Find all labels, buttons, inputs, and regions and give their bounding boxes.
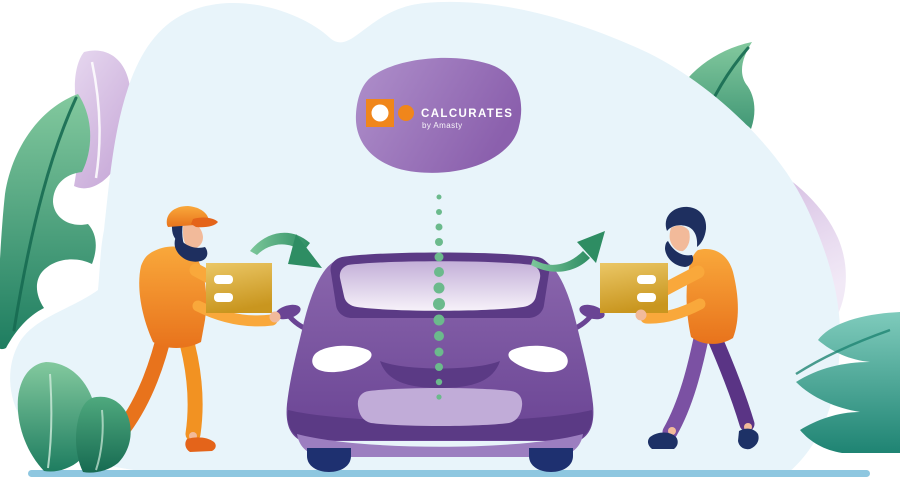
logo-square-dot-icon	[371, 104, 389, 122]
bush-bottom-left-icon	[17, 362, 131, 473]
courier-head	[166, 206, 218, 262]
customer-front-leg	[662, 326, 710, 440]
customer-front-shoe	[647, 432, 678, 449]
monstera-leaf-left-icon	[0, 94, 96, 349]
courier-lower-arm	[192, 300, 278, 327]
parcel-right	[600, 263, 668, 321]
customer-hair	[665, 206, 707, 247]
customer-front-ankle	[668, 427, 676, 435]
parcel-box	[206, 263, 272, 313]
parcel-label-line	[637, 293, 656, 302]
courier-hand	[269, 311, 281, 323]
ground-line	[28, 470, 870, 477]
car-bumper-plate	[357, 388, 523, 426]
parcel-box	[600, 263, 668, 313]
customer-beard	[665, 241, 694, 267]
customer-head	[665, 206, 707, 267]
courier-face	[183, 221, 203, 249]
courier-beard	[174, 235, 208, 262]
flow-in-arrow-icon	[250, 232, 322, 268]
logo-blob	[355, 57, 522, 173]
parcel-label-line	[637, 275, 656, 284]
courier-torso	[139, 246, 207, 348]
brand-name: CALCURATES	[421, 108, 513, 120]
parcel-label-line	[214, 293, 233, 302]
logo-dot-icon	[398, 105, 414, 121]
courier-cap-brim	[191, 217, 218, 228]
car-skirt	[297, 434, 583, 457]
flow-out-arrow-icon	[531, 231, 605, 272]
courier-left	[96, 206, 281, 452]
car-wheel-left	[307, 448, 351, 472]
car-wheel-right	[529, 448, 573, 472]
parcel-left	[206, 263, 281, 323]
teal-leaf-bottom-right-icon	[795, 312, 900, 453]
scene-blob-background	[10, 1, 841, 474]
dotted-route-icon	[433, 194, 445, 400]
customer-hand	[635, 309, 647, 321]
parcel-label-line	[214, 275, 233, 284]
customer-back-shoe	[738, 428, 759, 450]
courier-front-shoe	[185, 437, 216, 452]
logo: CALCURATES by Amasty	[355, 57, 522, 173]
customer-right	[600, 206, 759, 450]
brand-subtitle: by Amasty	[422, 121, 463, 130]
customer-face	[669, 225, 690, 252]
car-headlight-left	[312, 345, 372, 373]
customer-lower-arm	[640, 298, 706, 324]
car-grille-smile	[380, 361, 500, 388]
